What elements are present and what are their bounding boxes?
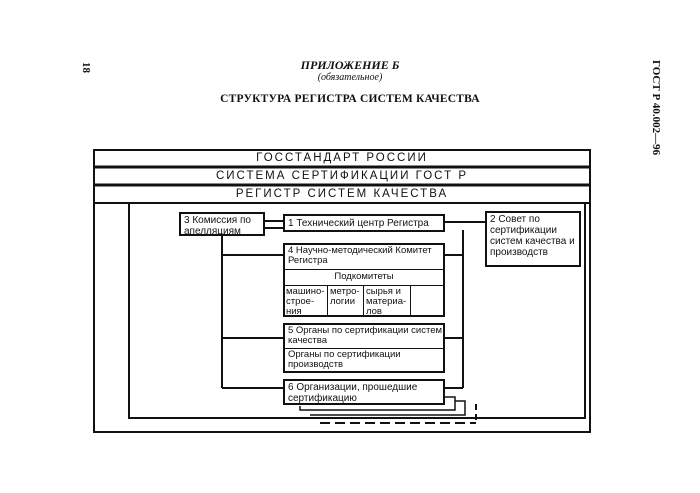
appendix-status: (обязательное) — [317, 72, 383, 83]
outer-frame — [93, 149, 591, 433]
stack-outline — [299, 396, 456, 411]
subcommittee-metrology: метро-логии — [330, 287, 360, 307]
box-technical-center: 1 Технический центр Регистра — [283, 214, 445, 232]
band-register: РЕГИСТР СИСТЕМ КАЧЕСТВА — [235, 188, 449, 200]
divider — [363, 285, 364, 315]
band-gosstandart: ГОССТАНДАРТ РОССИИ — [256, 152, 428, 164]
box-scientific-committee: 4 Научно-методический Комитет Регистра П… — [283, 243, 445, 317]
main-title: СТРУКТУРА РЕГИСТРА СИСТЕМ КАЧЕСТВА — [220, 93, 480, 105]
appendix-title: ПРИЛОЖЕНИЕ Б — [300, 58, 400, 72]
box-appeals-commission: 3 Комиссия по апелляциям — [179, 212, 265, 236]
box-council: 2 Совет по сертификации систем качества … — [485, 211, 581, 267]
box-council-label: 2 Совет по сертификации систем качества … — [490, 214, 575, 258]
box-technical-center-label: 1 Технический центр Регистра — [288, 218, 429, 229]
divider — [410, 285, 411, 315]
box-scientific-committee-label: 4 Научно-методический Комитет Регистра — [288, 246, 432, 266]
box-certified-organizations-label: 6 Организации, прошедшие сертификацию — [288, 382, 418, 404]
box-certification-quality-label: 5 Органы по сертификации систем качества — [288, 326, 443, 346]
subcommittees-label: Подкомитеты — [334, 272, 394, 282]
box-certification-bodies: 5 Органы по сертификации систем качества… — [283, 323, 445, 373]
subcommittee-machine-building: машино-строе-ния — [286, 287, 325, 315]
divider — [285, 269, 443, 270]
band-certification-system: СИСТЕМА СЕРТИФИКАЦИИ ГОСТ Р — [215, 170, 468, 182]
box-appeals-label: 3 Комиссия по апелляциям — [184, 215, 251, 236]
box-certified-organizations: 6 Организации, прошедшие сертификацию — [283, 379, 445, 405]
inner-frame — [128, 202, 586, 419]
box-certification-production-label: Органы по сертификации производств — [288, 350, 401, 370]
stack-outline — [310, 400, 466, 416]
divider — [327, 285, 328, 315]
divider — [285, 285, 443, 286]
subcommittee-raw-materials: сырья и материа-лов — [366, 287, 407, 315]
divider — [285, 348, 443, 349]
